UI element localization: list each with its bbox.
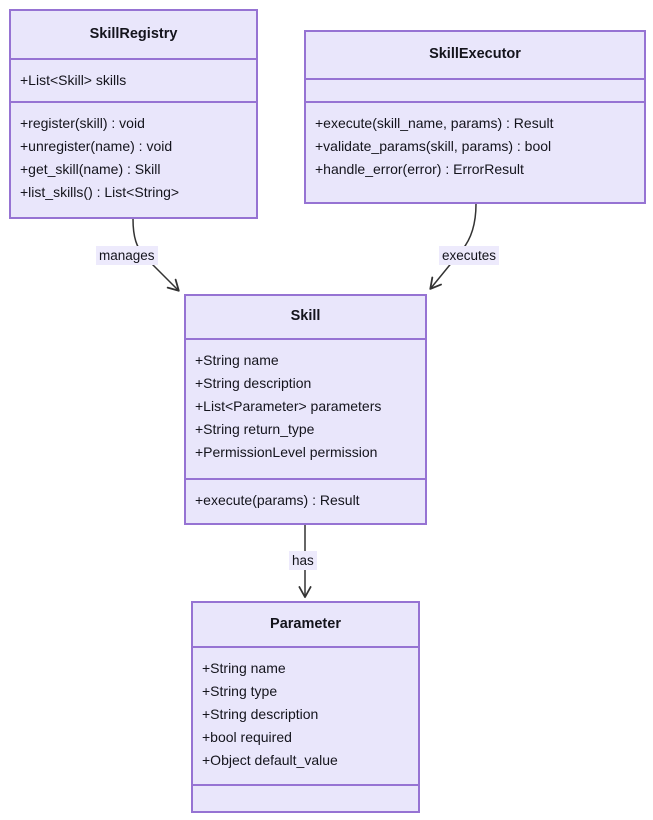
attribute-item: +String description (195, 375, 312, 391)
operation-item: +list_skills() : List<String> (20, 184, 180, 200)
attribute-item: +String description (202, 706, 319, 722)
class-attributes-compartment: +String name +String description +List<P… (186, 338, 425, 478)
attribute-list: +List<Skill> skills (11, 60, 256, 101)
attribute-item: +Object default_value (202, 752, 338, 768)
operation-list: +execute(skill_name, params) : Result +v… (306, 103, 644, 190)
class-operations-compartment: +execute(skill_name, params) : Result +v… (306, 101, 644, 202)
operation-item: +validate_params(skill, params) : bool (315, 138, 552, 154)
attribute-item: +List<Skill> skills (20, 72, 127, 88)
class-box-parameter[interactable]: Parameter +String name +String type +Str… (191, 601, 420, 813)
class-title-compartment: SkillRegistry (11, 11, 256, 58)
empty-attribute-list (306, 80, 644, 101)
attribute-list: +String name +String type +String descri… (193, 648, 418, 781)
class-box-skill[interactable]: Skill +String name +String description +… (184, 294, 427, 525)
class-box-skillexecutor[interactable]: SkillExecutor +execute(skill_name, param… (304, 30, 646, 204)
operation-item: +execute(params) : Result (195, 492, 360, 508)
operation-item: +get_skill(name) : Skill (20, 161, 161, 177)
class-name-parameter: Parameter (270, 615, 341, 632)
operation-item: +execute(skill_name, params) : Result (315, 115, 554, 131)
attribute-item: +String name (195, 352, 279, 368)
attribute-item: +String return_type (195, 421, 315, 437)
attribute-item: +PermissionLevel permission (195, 444, 378, 460)
edge-label-executes: executes (439, 246, 500, 265)
attribute-list: +String name +String description +List<P… (186, 340, 425, 473)
operation-list: +register(skill) : void +unregister(name… (11, 103, 256, 213)
attribute-item: +String type (202, 683, 278, 699)
class-name-skillexecutor: SkillExecutor (429, 46, 521, 63)
class-name-skillregistry: SkillRegistry (89, 25, 178, 42)
class-title-compartment: SkillExecutor (306, 32, 644, 78)
class-operations-compartment: +execute(params) : Result (186, 478, 425, 523)
empty-operation-list (193, 786, 418, 811)
class-operations-compartment (193, 784, 418, 811)
class-title-compartment: Parameter (193, 603, 418, 646)
operation-item: +handle_error(error) : ErrorResult (315, 161, 524, 177)
operation-item: +unregister(name) : void (20, 138, 173, 154)
class-title-compartment: Skill (186, 296, 425, 338)
class-attributes-compartment: +List<Skill> skills (11, 58, 256, 101)
class-box-skillregistry[interactable]: SkillRegistry +List<Skill> skills +regis… (9, 9, 258, 219)
operation-item: +register(skill) : void (20, 115, 145, 131)
class-attributes-compartment (306, 78, 644, 101)
edge-label-manages: manages (96, 246, 158, 265)
class-attributes-compartment: +String name +String type +String descri… (193, 646, 418, 784)
operation-list: +execute(params) : Result (186, 480, 425, 521)
class-name-skill: Skill (290, 308, 321, 325)
attribute-item: +String name (202, 660, 286, 676)
attribute-item: +List<Parameter> parameters (195, 398, 382, 414)
attribute-item: +bool required (202, 729, 292, 745)
class-operations-compartment: +register(skill) : void +unregister(name… (11, 101, 256, 217)
edge-label-has: has (289, 551, 317, 570)
